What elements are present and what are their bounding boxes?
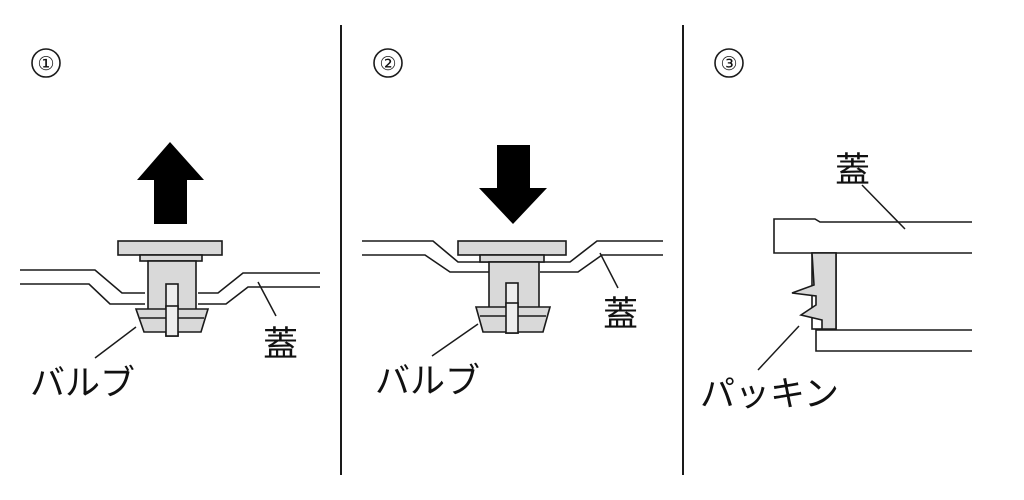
up-arrow-icon [137, 142, 204, 224]
lid-plate [362, 240, 663, 273]
valve-label: バルブ [30, 364, 135, 404]
step-number-badge: ① [31, 48, 61, 78]
svg-text:①: ① [37, 53, 54, 75]
packing-part [791, 252, 837, 330]
lid-plate [773, 218, 972, 254]
panel-1: ① バルブ 蓋 [20, 48, 320, 404]
lid-leader-line [861, 184, 906, 230]
lid-label: 蓋 [263, 325, 298, 365]
step-number-badge: ③ [714, 48, 744, 78]
svg-text:③: ③ [720, 53, 737, 75]
valve-leader-line [431, 323, 479, 357]
lid-leader-line [599, 252, 619, 289]
down-arrow-icon [479, 145, 547, 224]
lid-label: 蓋 [835, 151, 870, 191]
container-rim [815, 329, 972, 352]
lid-label: 蓋 [603, 295, 638, 335]
valve-part [117, 240, 223, 337]
valve-leader-line [94, 326, 137, 359]
lid-leader-line [257, 281, 277, 317]
valve-part [457, 240, 567, 334]
svg-text:②: ② [379, 53, 396, 75]
lid-plate [20, 269, 320, 305]
step-number-badge: ② [373, 48, 403, 78]
packing-leader-line [757, 325, 800, 371]
valve-label: バルブ [375, 362, 480, 402]
panel-3: ③ 蓋 パッキン [700, 48, 972, 415]
panel-2: ② バルブ 蓋 [362, 48, 663, 402]
packing-label: パッキン [700, 375, 839, 415]
